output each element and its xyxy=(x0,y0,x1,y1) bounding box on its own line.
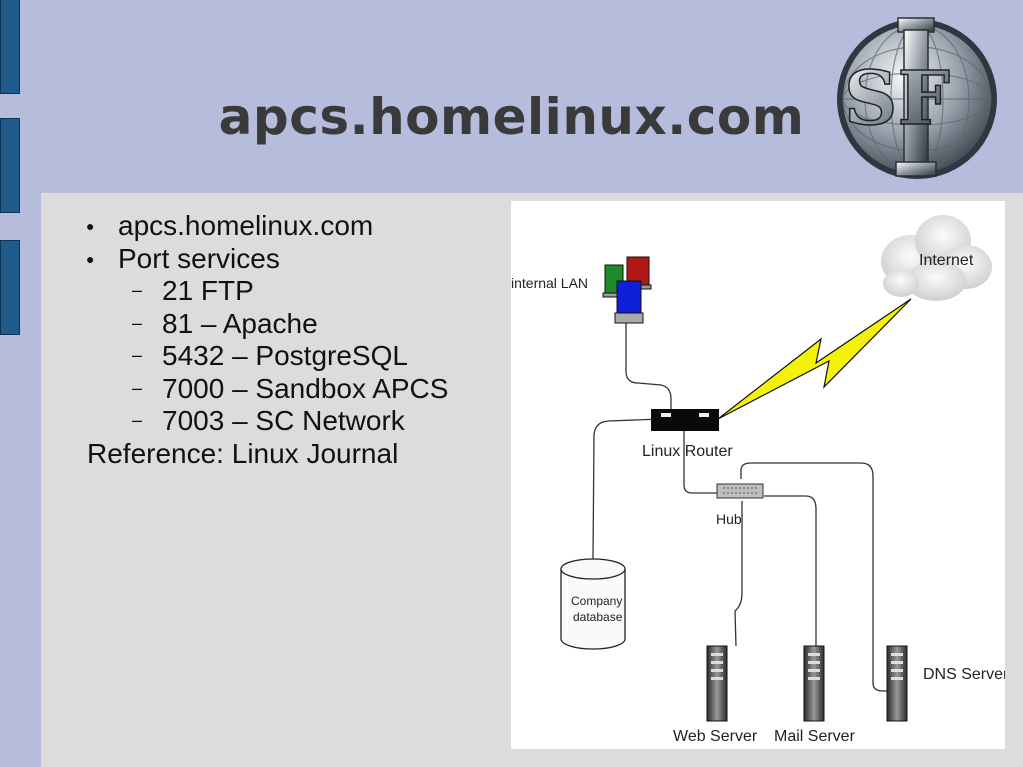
web-server-icon xyxy=(706,645,728,722)
bullet-list: ● apcs.homelinux.com ● Port services – 2… xyxy=(84,210,504,470)
bullet-item: ● Port services xyxy=(84,243,504,276)
internet-label: Internet xyxy=(919,252,974,269)
sub-bullet-item: – 7003 – SC Network xyxy=(84,405,504,438)
sub-bullet-text: 5432 – PostgreSQL xyxy=(162,340,408,371)
bullet-dash-icon: – xyxy=(132,377,143,398)
hub-label: Hub xyxy=(716,511,742,527)
bullet-text: Port services xyxy=(118,242,280,274)
dns-server-label: DNS Server xyxy=(923,666,1005,683)
reference-text: Reference: Linux Journal xyxy=(87,437,399,469)
bullet-dash-icon: – xyxy=(132,280,143,300)
bullet-item: ● apcs.homelinux.com xyxy=(84,210,504,243)
company-database-label-line1: Company xyxy=(571,594,622,608)
network-diagram-svg: Internet internal LAN Linux Router Hub xyxy=(511,215,1009,745)
internet-cloud-icon xyxy=(881,215,992,301)
network-diagram: Internet internal LAN Linux Router Hub xyxy=(511,201,1009,749)
lan-computers-icon xyxy=(602,256,652,324)
company-database-icon xyxy=(560,558,626,650)
sf-globe-logo: SF xyxy=(837,17,997,179)
internal-lan-label: internal LAN xyxy=(511,275,588,291)
sub-bullet-item: – 21 FTP xyxy=(84,275,504,308)
left-accent-tab-2 xyxy=(0,118,20,213)
bullet-dash-icon: – xyxy=(132,345,143,365)
sub-bullet-text: 21 FTP xyxy=(162,275,254,306)
network-cables xyxy=(592,323,889,692)
sub-bullet-item: – 81 – Apache xyxy=(84,308,504,341)
left-accent-tab-1 xyxy=(0,0,20,94)
bullet-dot-icon: ● xyxy=(86,218,95,234)
bullet-text: apcs.homelinux.com xyxy=(118,210,374,241)
dns-server-icon xyxy=(886,645,908,722)
linux-router-icon xyxy=(651,409,719,431)
sub-bullet-text: 7003 – SC Network xyxy=(162,405,405,436)
web-server-label: Web Server xyxy=(673,728,758,745)
mail-server-label: Mail Server xyxy=(774,728,856,745)
linux-router-label: Linux Router xyxy=(642,443,733,460)
left-accent-tab-3 xyxy=(0,240,20,335)
mail-server-icon xyxy=(803,645,825,722)
lightning-bolt-icon xyxy=(717,298,912,420)
sub-bullet-item: – 5432 – PostgreSQL xyxy=(84,340,504,373)
sub-bullet-item: – 7000 – Sandbox APCS xyxy=(84,373,504,406)
sub-bullet-text: 7000 – Sandbox APCS xyxy=(162,372,449,404)
sub-bullet-text: 81 – Apache xyxy=(162,307,318,339)
hub-icon xyxy=(716,483,764,499)
slide-title: apcs.homelinux.com xyxy=(218,88,805,146)
bullet-dash-icon: – xyxy=(132,410,143,430)
bullet-dot-icon: ● xyxy=(86,250,95,267)
bullet-dash-icon: – xyxy=(132,312,143,333)
company-database-label-line2: database xyxy=(573,610,623,624)
logo-letters: SF xyxy=(844,56,950,142)
